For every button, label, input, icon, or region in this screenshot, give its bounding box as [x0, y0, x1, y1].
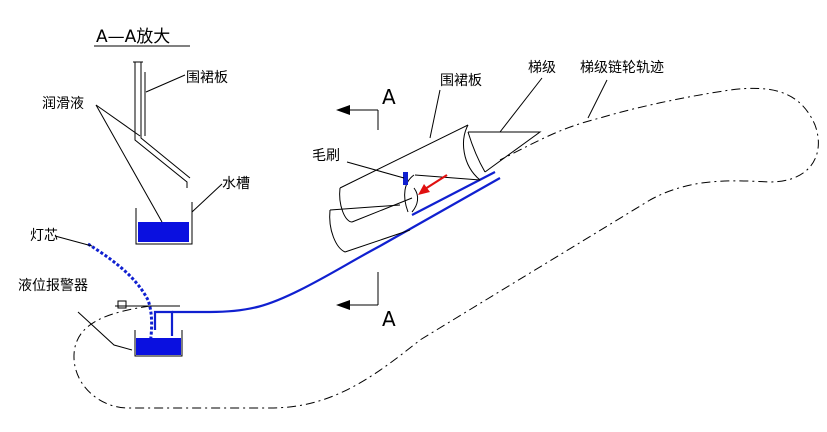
- label-step: 梯级: [528, 60, 556, 76]
- chain-sprocket-track: [73, 87, 819, 409]
- label-level-alarm: 液位报警器: [18, 278, 88, 294]
- detail-tank-outline: [135, 202, 193, 245]
- leader-step: [499, 77, 543, 133]
- leader-chain-track: [587, 79, 608, 119]
- section-mark-top: [336, 105, 379, 130]
- main-tank-outline: [134, 330, 183, 357]
- leader-brush: [346, 161, 405, 179]
- label-wick: 灯芯: [30, 228, 58, 244]
- level-sensor: [117, 300, 127, 309]
- flow-arrow: [424, 174, 448, 190]
- label-brush: 毛刷: [312, 148, 340, 164]
- step-assembly: [329, 124, 542, 253]
- detail-tank-liquid: [138, 222, 189, 242]
- leader-skirt-main: [429, 89, 441, 139]
- label-skirt-detail: 围裙板: [186, 70, 228, 86]
- label-chain-track: 梯级链轮轨迹: [580, 60, 664, 76]
- skirt-panel-inner: [140, 62, 191, 179]
- lubrication-pipe: [172, 177, 501, 314]
- label-water-tank: 水槽: [222, 176, 250, 192]
- detail-view: [95, 61, 223, 245]
- section-mark-bottom: [336, 272, 379, 310]
- section-letter-top: A: [382, 85, 396, 109]
- leader-lubricant-2: [95, 104, 163, 223]
- leader-wick: [54, 235, 93, 247]
- section-letter-bottom: A: [382, 307, 396, 331]
- brush: [403, 172, 408, 185]
- label-skirt-main: 围裙板: [440, 73, 482, 89]
- label-lubricant: 润滑液: [42, 95, 84, 112]
- leader-level-alarm: [77, 311, 133, 351]
- main-tank-liquid: [136, 338, 181, 355]
- detail-title: A—A放大: [96, 27, 170, 47]
- leader-skirt-detail: [145, 74, 186, 93]
- skirt-panel-outer: [134, 62, 188, 188]
- leader-lubricant-1: [95, 104, 141, 137]
- leader-water-tank: [191, 183, 223, 213]
- pipe-under-brush: [411, 171, 496, 216]
- wick: [87, 242, 154, 346]
